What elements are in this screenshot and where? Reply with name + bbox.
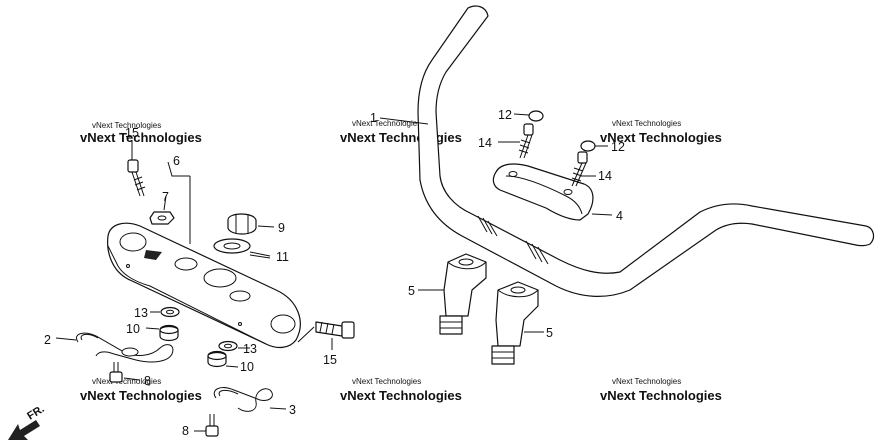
watermark-text: vNext Technologies <box>92 121 161 130</box>
callout-12-left: 12 <box>498 108 512 122</box>
callout-10-upper: 10 <box>126 322 140 336</box>
front-direction-arrow: FR. <box>8 403 47 440</box>
lower-holder-part <box>491 281 544 365</box>
holder-bolt-part <box>498 123 534 159</box>
callout-7: 7 <box>162 190 169 204</box>
watermark-ghost: vNext Technologies <box>340 130 462 145</box>
clip-bolt-part <box>109 362 141 383</box>
watermark-text: vNext Technologies <box>352 119 421 128</box>
callout-10-lower: 10 <box>240 360 254 374</box>
callout-15-lower: 15 <box>323 353 337 367</box>
watermark-ghost: vNext Technologies <box>80 388 202 403</box>
callout-5-right: 5 <box>546 326 553 340</box>
washer-part <box>150 306 180 318</box>
callout-8-upper: 8 <box>144 374 151 388</box>
front-direction-label: FR. <box>25 403 46 423</box>
bolt-cap-part <box>580 140 608 152</box>
washer-part <box>213 238 271 259</box>
callout-14-left: 14 <box>478 136 492 150</box>
washer-part <box>218 340 250 352</box>
callout-3: 3 <box>289 403 296 417</box>
handlebar-part <box>379 5 875 297</box>
wire-clip-part <box>213 387 287 412</box>
watermark-ghost: vNext Technologies <box>340 388 462 403</box>
callout-2: 2 <box>44 333 51 347</box>
bolt-cap-part <box>513 110 544 122</box>
watermark-ghost: vNext Technologies <box>600 388 722 403</box>
watermark-ghost: vNext Technologies <box>600 130 722 145</box>
callout-6: 6 <box>173 154 180 168</box>
steering-stem-nut-part <box>227 213 275 235</box>
bridge-nut-part <box>149 195 175 225</box>
watermark-ghost: vNext Technologies <box>80 130 202 145</box>
watermark-text: vNext Technologies <box>92 377 161 386</box>
callout-13-lower: 13 <box>243 342 257 356</box>
callout-labels: 1 2 3 4 5 5 6 7 8 8 9 10 10 11 12 12 13 … <box>44 108 625 438</box>
watermark-text: vNext Technologies <box>612 119 681 128</box>
callout-11: 11 <box>276 250 289 264</box>
bridge-bolt-part <box>127 140 146 197</box>
callout-5-left: 5 <box>408 284 415 298</box>
bridge-bolt-part <box>315 321 355 350</box>
front-arrow-icon <box>8 420 40 440</box>
callout-9: 9 <box>278 221 285 235</box>
callout-8-lower: 8 <box>182 424 189 438</box>
callout-1: 1 <box>370 111 377 125</box>
top-bridge-part <box>107 161 315 349</box>
callout-4: 4 <box>616 209 623 223</box>
watermark-layer: vNext Technologies vNext Technologies vN… <box>80 119 722 403</box>
callout-13-upper: 13 <box>134 306 148 320</box>
callout-15-upper: 15 <box>125 126 139 140</box>
watermark-text: vNext Technologies <box>612 377 681 386</box>
flange-nut-part <box>145 324 179 342</box>
lower-holder-part <box>418 253 487 335</box>
watermark-text: vNext Technologies <box>352 377 421 386</box>
flange-nut-part <box>207 350 239 368</box>
clip-bolt-part <box>194 414 219 437</box>
wire-clip-part <box>55 332 174 363</box>
callout-12-right: 12 <box>611 140 625 154</box>
holder-bolt-part <box>571 151 596 187</box>
upper-holder-part <box>492 163 613 221</box>
callout-14-right: 14 <box>598 169 612 183</box>
